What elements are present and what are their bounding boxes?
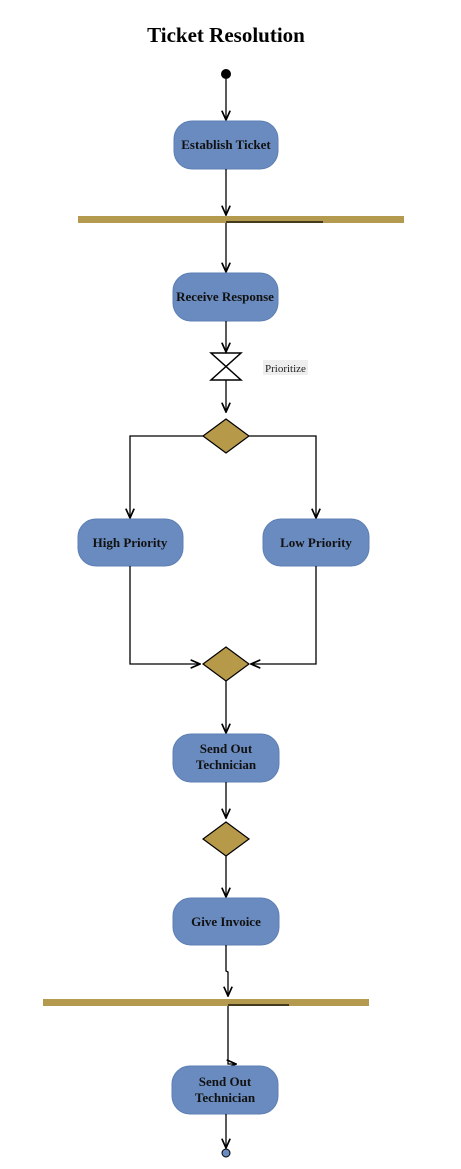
activity-label-line2: Technician (196, 757, 257, 772)
activity-label-line1: Send Out (199, 1074, 252, 1089)
wait-label-bg (263, 360, 308, 375)
activity-high-priority[interactable]: High Priority (77, 518, 184, 567)
initial-node (221, 69, 231, 79)
decision-node (201, 821, 251, 857)
wait-label: Prioritize (265, 363, 306, 375)
activity-send-out-technician-2[interactable]: Send Out Technician (171, 1065, 279, 1115)
activity-label: Receive Response (176, 289, 274, 304)
edge-join-to-technician (228, 1006, 236, 1064)
edge-decision-to-low (249, 435, 316, 518)
decision-node (201, 418, 251, 454)
activity-label: Establish Ticket (181, 137, 271, 152)
activity-label-line2: Technician (195, 1090, 256, 1105)
activity-send-out-technician-1[interactable]: Send Out Technician (172, 733, 280, 783)
activity-receive-response[interactable]: Receive Response (172, 272, 279, 322)
activity-give-invoice[interactable]: Give Invoice (172, 897, 280, 946)
activity-label-line1: Send Out (200, 741, 253, 756)
edge-low-to-merge (251, 566, 317, 664)
fork-bar (78, 216, 404, 223)
edge-high-to-merge (129, 566, 200, 664)
join-bar (43, 999, 369, 1006)
edge-decision-to-high (130, 435, 203, 518)
activity-label: Give Invoice (191, 914, 261, 929)
merge-node (201, 646, 251, 682)
activity-establish-ticket[interactable]: Establish Ticket (173, 120, 279, 170)
activity-low-priority[interactable]: Low Priority (262, 518, 370, 567)
final-node (221, 1148, 231, 1158)
diagram-title: Ticket Resolution (147, 23, 305, 47)
activity-label: High Priority (93, 535, 168, 550)
edge-invoice-to-join (226, 945, 228, 996)
hourglass-icon (209, 352, 243, 381)
activity-label: Low Priority (280, 535, 352, 550)
